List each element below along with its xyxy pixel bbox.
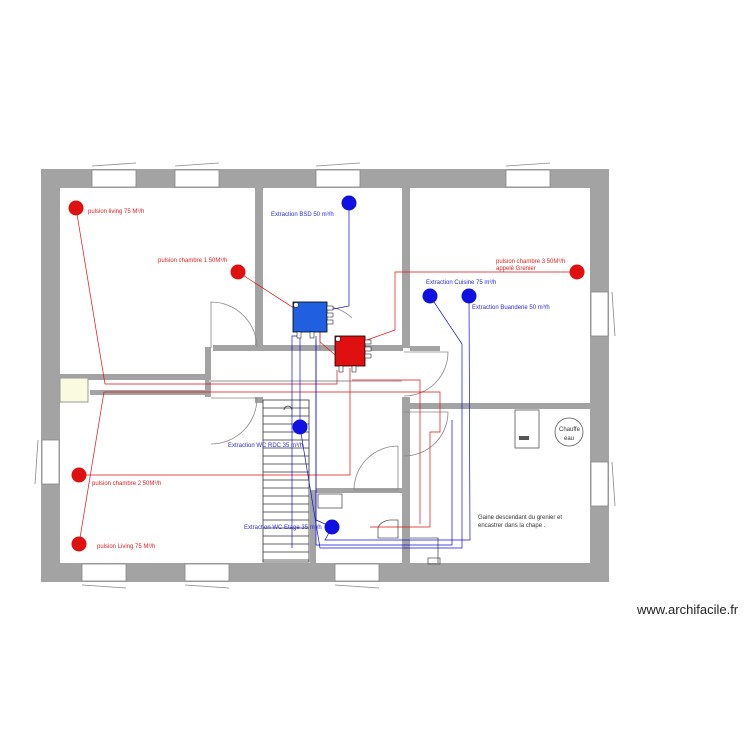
chauffe-eau-circle: [554, 417, 584, 447]
label-extraction-wc-etage: Extraction WC Etage 35 m³/h: [244, 525, 322, 531]
wall-right-h: [410, 403, 590, 409]
windows: [34, 162, 616, 589]
vent-pulsion-chambre3: [569, 264, 585, 280]
toilet: [377, 519, 399, 539]
wall-h-1: [60, 374, 90, 380]
wall-lower-v2: [402, 397, 410, 563]
label-pulsion-chambre2: pulsion chambre 2 50M³/h: [92, 481, 161, 487]
vmc-extract-unit: [292, 301, 334, 339]
hall-inner-line: [209, 380, 402, 382]
wall-wc-v: [310, 490, 316, 563]
vent-pulsion-living-top: [68, 200, 84, 216]
label-gaine-1: Gaine descendant du grenier et: [478, 515, 562, 521]
label-gaine-2: encastrer dans la chape .: [478, 523, 546, 529]
window-right-1: [590, 291, 609, 337]
window-top-3: [315, 169, 361, 188]
door-swing-4: [403, 351, 449, 397]
watermark: www.archifacile.fr: [636, 602, 739, 617]
label-pulsion-living-bottom: pulsion Living 75 M³/h: [97, 544, 155, 550]
window-bottom-3: [334, 563, 380, 582]
chauffe-label-2: eau: [564, 436, 574, 442]
label-pulsion-chambre3-1: pulsion chambre 3 50M³/h: [496, 259, 565, 265]
vent-extraction-bsd: [341, 195, 357, 211]
stair-steps: [263, 407, 309, 561]
wall-left-v: [255, 188, 263, 348]
doors: [210, 301, 449, 491]
vent-extraction-buanderie: [461, 288, 477, 304]
wall-mid-v: [402, 188, 410, 348]
wall-h-3: [213, 345, 403, 351]
vent-pulsion-chambre1: [230, 264, 246, 280]
wall-bottom-bridge: [255, 393, 261, 403]
vent-extraction-cuisine: [422, 288, 438, 304]
wall-h-4: [410, 346, 440, 351]
label-extraction-buanderie: Extraction Buanderie 50 m³/h: [472, 305, 550, 311]
label-extraction-cuisine: Extraction Cuisine 75 m³/h: [426, 280, 496, 286]
hall-floor: [211, 351, 402, 397]
vent-extraction-wc-rdc: [292, 419, 308, 435]
wall-h-2: [90, 374, 205, 380]
door-swing-6: [353, 445, 399, 491]
window-bottom-2: [184, 563, 230, 582]
label-pulsion-chambre3-2: appelé Grenier: [496, 266, 536, 272]
window-left-1: [41, 439, 60, 485]
supply-ducts: [75, 207, 577, 545]
vent-extraction-wc-etage: [324, 519, 340, 535]
chauffe-label-1: Chauffe: [559, 427, 581, 433]
wall-wc-h: [316, 488, 402, 493]
wall-lower-h: [90, 390, 205, 395]
wall-hall-l: [205, 347, 211, 397]
window-bottom-1: [81, 563, 127, 582]
door-swing-2: [210, 397, 258, 445]
walls: [41, 169, 609, 582]
door-swing-1: [210, 301, 258, 349]
label-extraction-bsd: Extraction BSD 50 m³/h: [271, 212, 334, 218]
storage-box: [59, 377, 89, 403]
staircase: [262, 399, 310, 563]
wc-fixtures: [317, 493, 441, 565]
sink: [317, 493, 343, 509]
vmc-supply-unit: [334, 335, 372, 373]
window-top-1: [91, 169, 137, 188]
vent-pulsion-living-bottom: [71, 536, 87, 552]
label-pulsion-living-top: pulsion living 75 M³/h: [88, 209, 144, 215]
label-pulsion-chambre1: pulsion chambre 1 50M³/h: [158, 258, 227, 264]
label-extraction-wc-rdc: Extraction WC RDC 35 m³/h: [228, 443, 303, 449]
window-top-4: [505, 169, 551, 188]
door-swing-5: [403, 411, 449, 457]
window-top-2: [174, 169, 220, 188]
water-heater-unit: [514, 409, 540, 449]
window-right-2: [590, 461, 609, 507]
vent-pulsion-chambre2: [71, 467, 87, 483]
